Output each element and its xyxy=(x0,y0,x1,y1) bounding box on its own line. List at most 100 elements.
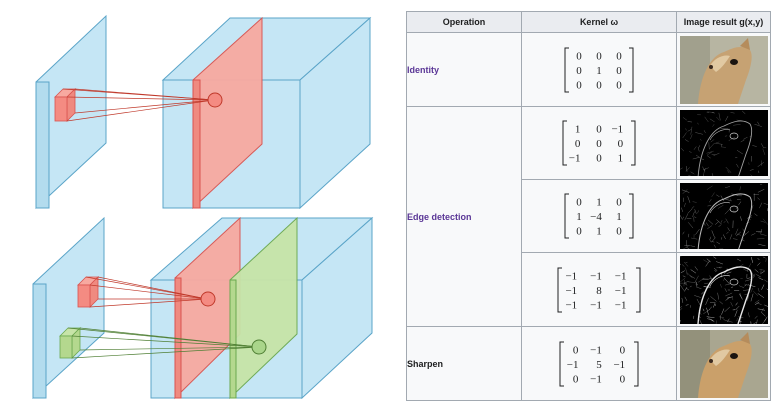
table-header-row: Operation Kernel ω Image result g(x,y) xyxy=(406,11,771,33)
edge-texture xyxy=(760,143,764,149)
edge-texture xyxy=(741,285,744,288)
edge-texture xyxy=(759,269,761,274)
edge-texture xyxy=(705,151,712,154)
edge-texture xyxy=(685,246,690,249)
edge-texture xyxy=(744,278,751,281)
matrix-right-bracket xyxy=(636,267,641,312)
edge-texture xyxy=(681,231,684,235)
edge-outline xyxy=(697,120,752,176)
edge-texture xyxy=(724,296,730,301)
operation-edge-detection-link[interactable]: Edge detection xyxy=(406,106,522,327)
edge-texture xyxy=(715,260,723,264)
edge-texture xyxy=(714,302,716,306)
edge-texture xyxy=(757,188,764,193)
edge-texture xyxy=(747,283,755,287)
edge-texture xyxy=(684,139,689,142)
edge-texture xyxy=(687,121,692,123)
edge-texture xyxy=(723,268,728,274)
edge-texture xyxy=(681,132,687,139)
matrix-entry: 1 xyxy=(575,123,581,135)
edge-texture xyxy=(689,274,695,279)
edge-texture xyxy=(690,245,695,248)
edge-texture xyxy=(706,258,711,262)
edge-texture xyxy=(729,301,733,306)
edge-texture xyxy=(730,286,733,288)
matrix-left-bracket xyxy=(559,341,564,386)
edge-texture xyxy=(704,260,710,267)
edge-texture xyxy=(760,228,762,232)
edge-texture xyxy=(762,256,766,258)
matrix-entry: 0 xyxy=(616,226,622,238)
edge-eye xyxy=(729,132,738,140)
edge-texture xyxy=(683,261,688,267)
edge-texture xyxy=(747,262,751,269)
edge-texture xyxy=(756,261,760,266)
matrix-entry: 0 xyxy=(616,196,622,208)
edge-detection-result-2 xyxy=(679,183,768,249)
edge-texture xyxy=(739,216,742,221)
edge-texture xyxy=(746,276,750,279)
edge-texture xyxy=(703,116,709,123)
matrix-entry: −1 xyxy=(567,359,579,371)
matrix-entry: 1 xyxy=(576,211,582,223)
edge-texture xyxy=(715,142,723,145)
edge-texture xyxy=(760,311,766,316)
edge-texture xyxy=(737,201,741,206)
edge-texture xyxy=(686,196,690,203)
edge-texture xyxy=(715,319,717,324)
edge-texture xyxy=(697,147,700,152)
edge-snout xyxy=(709,202,730,214)
edge-texture xyxy=(741,228,746,235)
edge-texture xyxy=(704,297,709,305)
edge-texture xyxy=(737,319,742,322)
operation-identity-link[interactable]: Identity xyxy=(406,32,522,107)
edge-texture xyxy=(721,317,726,321)
edge-texture xyxy=(682,189,687,194)
edge-texture xyxy=(728,136,735,141)
edge-texture xyxy=(726,227,730,232)
edge-texture xyxy=(734,301,738,305)
edge-texture xyxy=(746,294,749,301)
edge-texture xyxy=(703,223,705,226)
kernel-operations-table: Operation Kernel ω Image result g(x,y) I… xyxy=(406,11,771,401)
matrix-entry: 0 xyxy=(596,153,602,165)
matrix-entry: 1 xyxy=(616,211,622,223)
edge-texture xyxy=(752,321,757,324)
edge-texture xyxy=(738,293,743,300)
edge-texture xyxy=(715,266,721,268)
edge-texture xyxy=(685,287,689,290)
edge-texture xyxy=(680,148,684,152)
edge-texture xyxy=(685,165,687,172)
matrix-entry: 0 xyxy=(576,226,582,238)
edge-texture xyxy=(732,238,738,240)
edge-texture xyxy=(711,230,715,238)
edge-texture xyxy=(757,162,764,167)
matrix-entry: −1 xyxy=(615,299,627,311)
matrix-entry: 1 xyxy=(596,226,602,238)
edge-texture xyxy=(730,193,738,196)
edge-texture xyxy=(702,308,704,311)
edge-texture xyxy=(754,268,759,273)
edge-texture xyxy=(706,150,714,156)
top-projection-lines xyxy=(62,88,215,122)
matrix-right-bracket xyxy=(629,47,634,92)
edge-texture xyxy=(754,301,759,305)
edge-texture xyxy=(753,123,762,127)
edge-texture xyxy=(708,198,712,203)
bottom-receptive-field-green xyxy=(59,327,81,359)
edge-texture xyxy=(705,307,709,315)
edge-texture xyxy=(703,130,706,134)
edge-texture xyxy=(743,283,747,286)
edge-texture xyxy=(708,142,715,149)
edge-texture xyxy=(756,302,762,305)
edge-texture xyxy=(751,145,757,147)
matrix-entry: 0 xyxy=(576,65,582,77)
edge-texture xyxy=(683,282,687,285)
edge-texture xyxy=(712,303,715,308)
edge-texture xyxy=(726,170,730,174)
edge-detection-result-1 xyxy=(679,110,768,176)
edge-texture xyxy=(687,280,695,283)
